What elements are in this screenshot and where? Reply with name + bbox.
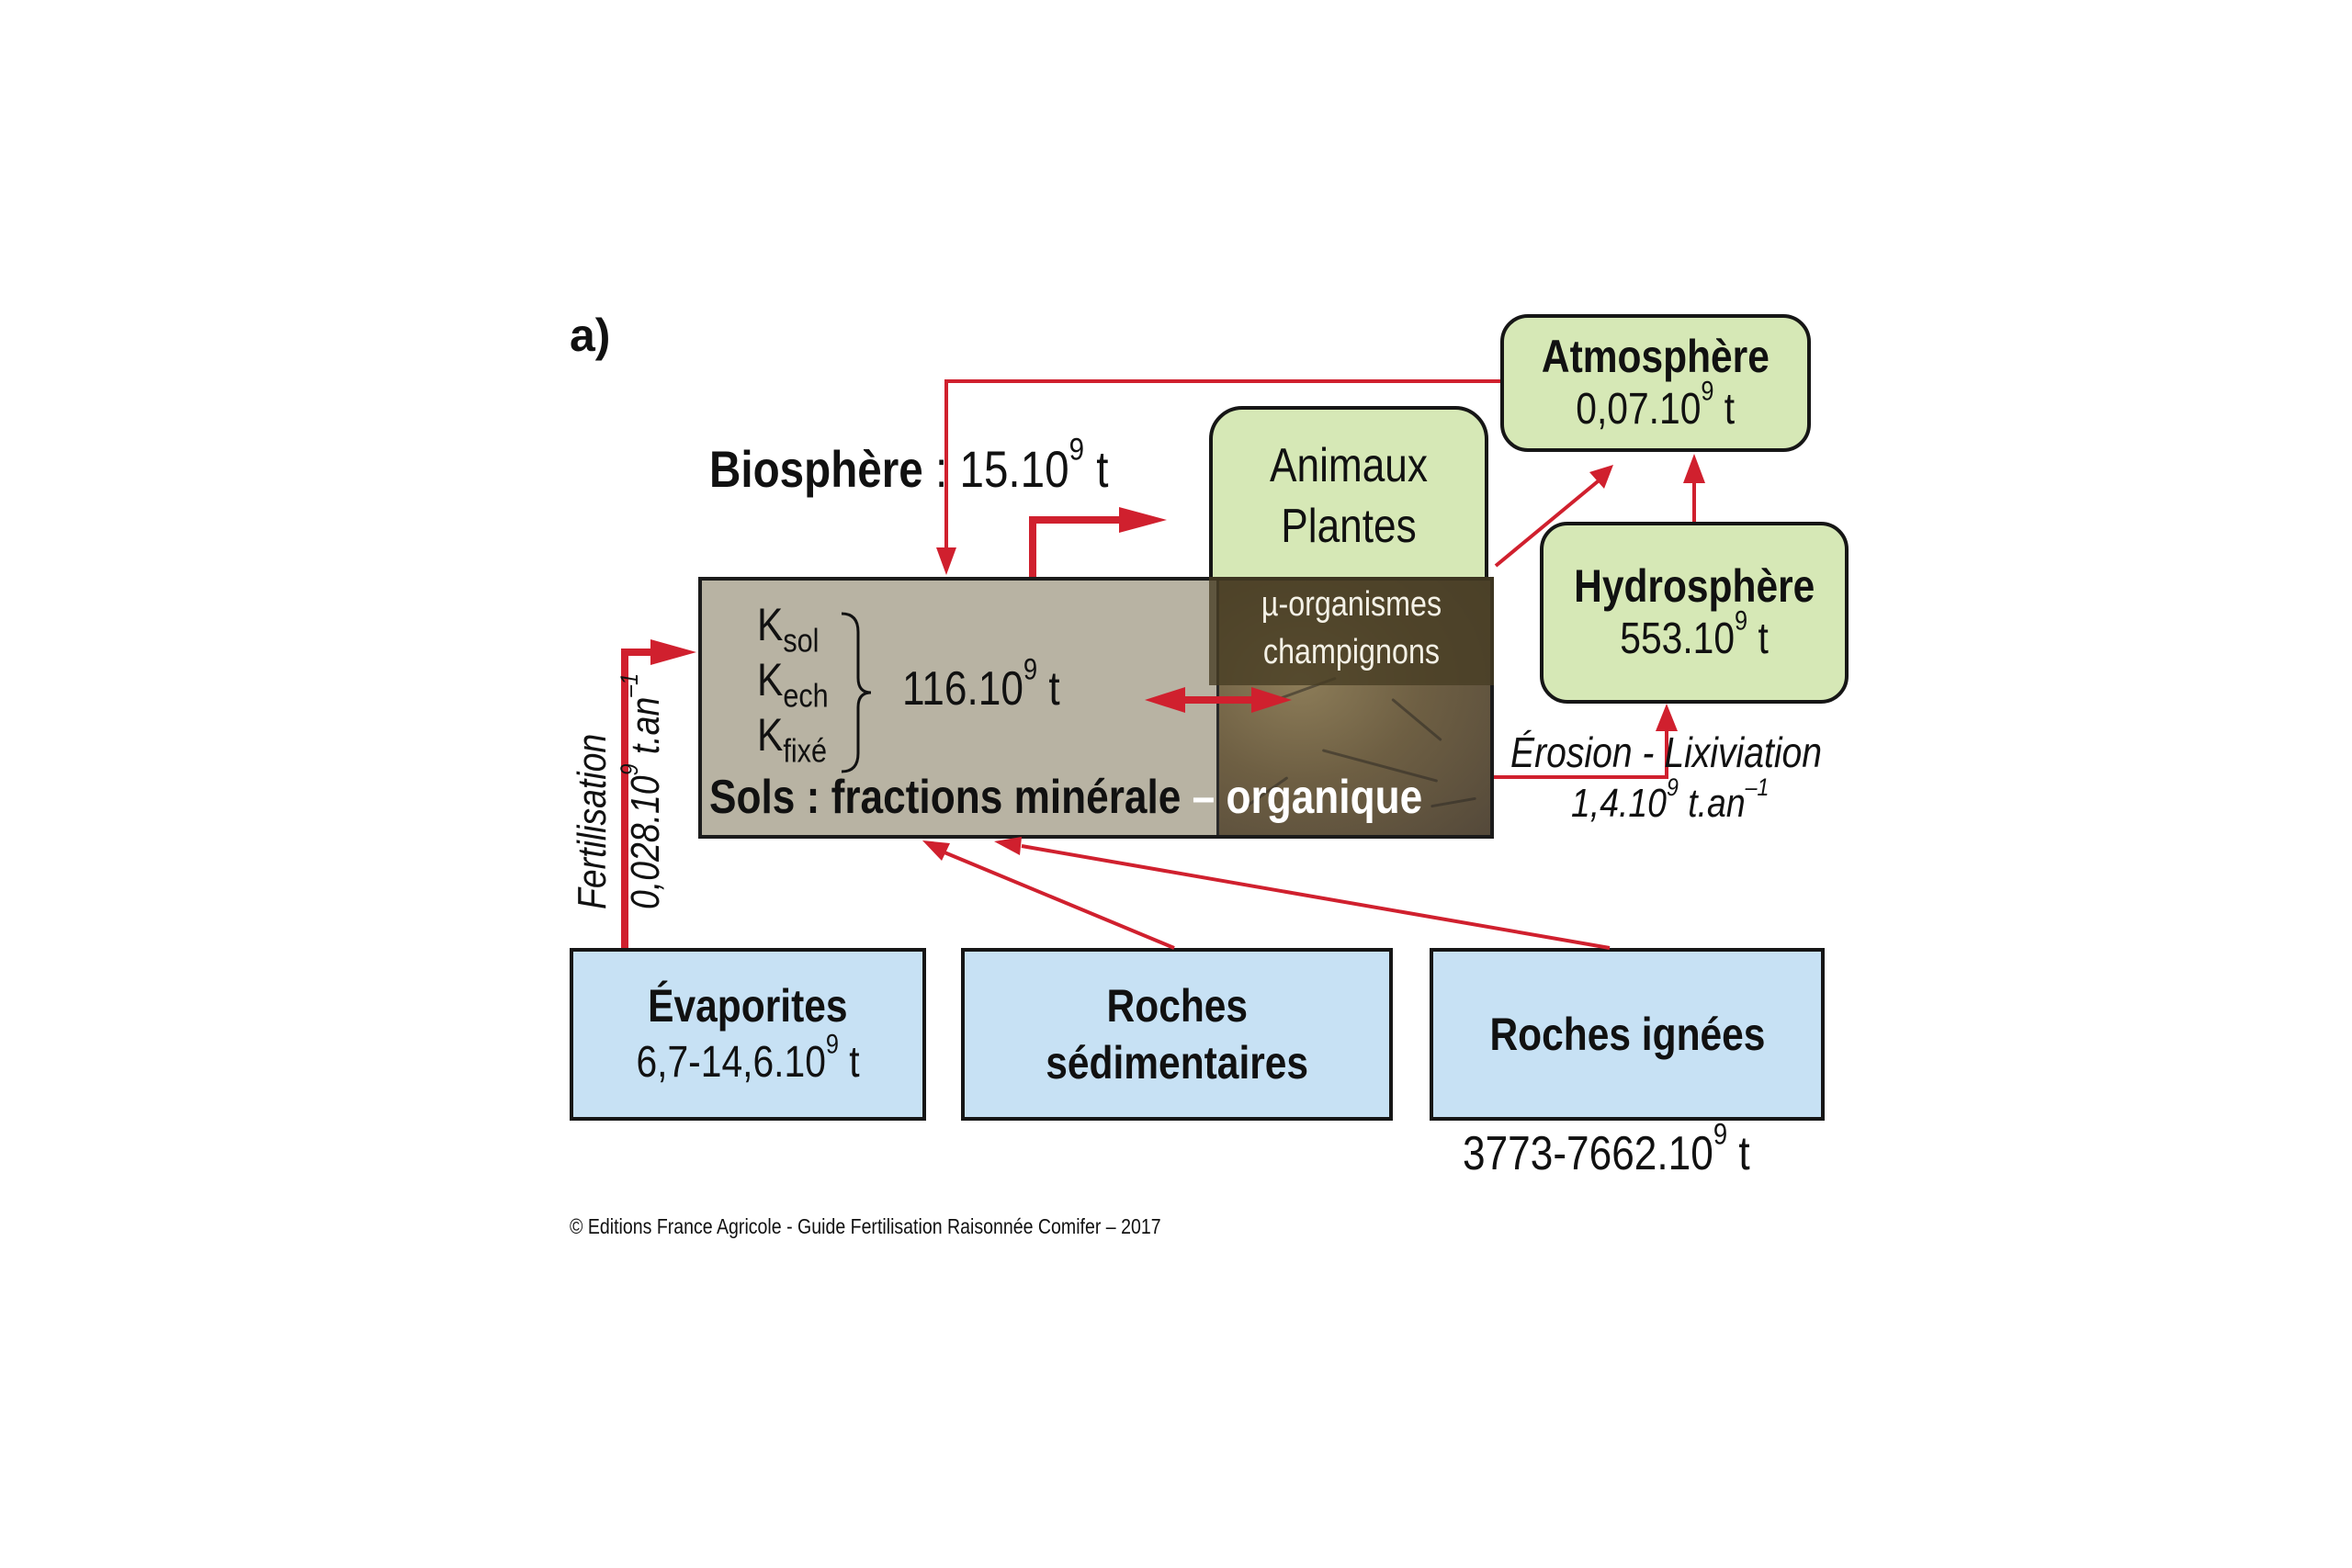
soil-box (698, 577, 1494, 839)
arrow-fertilisation-head (650, 639, 696, 665)
arrow-sedimentary-to-soil (944, 851, 1175, 950)
atmosphere-amount: 0,07.109 t (1576, 376, 1736, 434)
copyright-notice: © Editions France Agricole - Guide Ferti… (570, 1214, 1161, 1238)
soil-mineral-fraction (702, 581, 1216, 835)
arrow-igneous-to-soil-head (994, 837, 1022, 855)
igneous-rocks-box: Roches ignées (1430, 948, 1825, 1121)
sedimentary-rocks-line1: Roches (1106, 980, 1248, 1032)
micro-organisms-label: µ-organismes champignons (1209, 577, 1494, 685)
hydrosphere-box: Hydrosphère 553.109 t (1540, 522, 1849, 704)
arrow-soil-to-biosphere-head (1119, 507, 1167, 533)
sedimentary-rocks-line2: sédimentaires (1046, 1037, 1308, 1089)
fungi-line: champignons (1262, 633, 1441, 671)
evaporites-box: Évaporites 6,7-14,6.109 t (570, 948, 926, 1121)
atmosphere-box: Atmosphère 0,07.109 t (1500, 314, 1811, 452)
arrow-sedimentary-to-soil-head (922, 840, 950, 861)
k-fixe: Kfixé (757, 709, 827, 770)
soil-label-mineral: Sols : fractions minérale (709, 771, 1182, 824)
fertilisation-amount: 0,028.109 t.an–1 (614, 672, 668, 909)
panel-label: a) (570, 310, 611, 361)
hydrosphere-title: Hydrosphère (1573, 560, 1815, 612)
evaporites-title: Évaporites (648, 980, 848, 1032)
k-ech: Kech (757, 654, 829, 715)
biosphere-separator: : (922, 440, 960, 498)
plants-label: Plantes (1281, 500, 1417, 553)
k-list: Ksol Kech Kfixé (757, 597, 829, 770)
igneous-rocks-amount: 3773-7662.109 t (1463, 1117, 1750, 1180)
arrow-atmosphere-to-soil-head (936, 547, 956, 575)
arrow-soil-to-biosphere (1029, 516, 1128, 577)
fertilisation-title: Fertilisation (570, 733, 615, 909)
arrow-igneous-to-soil (1021, 844, 1611, 950)
k-sol: Ksol (757, 599, 820, 660)
evaporites-amount: 6,7-14,6.109 t (636, 1029, 860, 1087)
soil-amount: 116.109 t (902, 652, 1060, 716)
soil-label: Sols : fractions minérale – organique (709, 770, 1422, 825)
k-brace (841, 612, 872, 773)
arrow-hydrosphere-to-atmosphere-head (1683, 454, 1705, 483)
atmosphere-title: Atmosphère (1542, 331, 1770, 382)
arrow-biosphere-to-atmosphere-head (1589, 465, 1613, 489)
erosion-amount: 1,4.109 t.an–1 (1571, 772, 1770, 826)
sedimentary-rocks-box: Roches sédimentaires (961, 948, 1393, 1121)
fertilisation-label: Fertilisation 0,028.109 t.an–1 (566, 673, 673, 909)
biosphere-label: Biosphère : 15.109 t (709, 434, 1109, 499)
micro-organisms-line: µ-organismes (1261, 585, 1442, 624)
soil-label-organic: – organique (1181, 771, 1423, 824)
biosphere-title: Biosphère (709, 440, 923, 498)
animals-label: Animaux (1270, 439, 1428, 492)
igneous-rocks-title: Roches ignées (1489, 1009, 1765, 1060)
erosion-label: Érosion - Lixiviation (1510, 728, 1823, 776)
biosphere-unit: t (1084, 440, 1109, 498)
hydrosphere-amount: 553.109 t (1620, 605, 1769, 663)
biosphere-exp: 9 (1069, 432, 1084, 468)
biosphere-value: 15.10 (959, 440, 1069, 498)
